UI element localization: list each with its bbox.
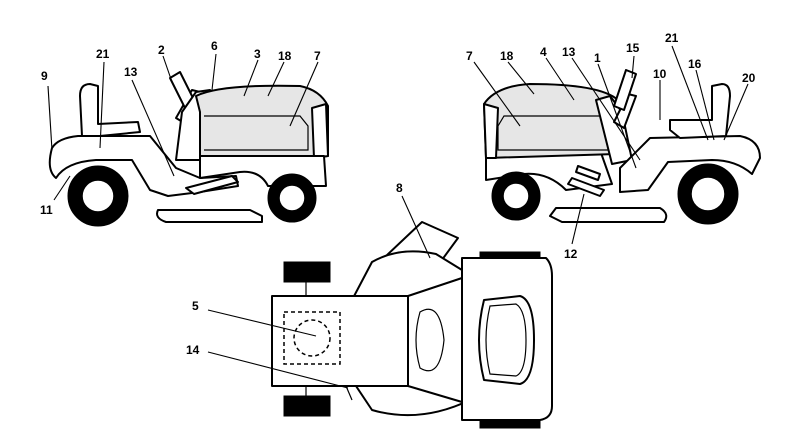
leader-13-right (571, 57, 641, 161)
front-rim-left (278, 184, 306, 212)
front-rim-right (502, 182, 530, 210)
rear-rim-left (81, 179, 115, 213)
dashed-circle-top (293, 319, 331, 357)
callout-21-left: 21 (96, 47, 110, 61)
hood-lower-edge-top (345, 385, 353, 401)
steering-oval-top (415, 308, 445, 372)
callout-12: 12 (564, 247, 578, 261)
leader-11 (53, 175, 71, 201)
leader-9 (47, 85, 53, 151)
leader-7-left (289, 61, 319, 127)
leader-5 (207, 309, 317, 337)
callout-18-right: 18 (500, 49, 514, 63)
callout-3: 3 (254, 47, 261, 61)
leader-20 (723, 83, 749, 141)
dashed-panel-top (283, 311, 341, 365)
callout-4: 4 (540, 45, 547, 59)
leader-2 (162, 55, 173, 83)
callout-1: 1 (594, 51, 601, 65)
foot-pedal-left (185, 175, 239, 195)
front-tire-top-lower (283, 395, 331, 417)
leader-1 (597, 63, 637, 169)
callout-2: 2 (158, 43, 165, 57)
callout-5: 5 (192, 299, 199, 313)
callout-9: 9 (41, 69, 48, 83)
grille-left (311, 103, 329, 159)
seat-left (79, 83, 141, 137)
leader-14 (207, 351, 349, 389)
callout-15: 15 (626, 41, 640, 55)
rear-rim-right (690, 176, 726, 212)
leader-4 (545, 57, 575, 101)
leader-lines (47, 45, 749, 389)
dash-right (595, 95, 633, 165)
seat-inner-top (485, 303, 527, 377)
tractor-left-side-view (48, 71, 329, 227)
callout-labels: 9 21 13 2 6 3 18 7 11 7 18 4 13 1 15 21 … (40, 31, 756, 357)
front-tire-top-upper (283, 261, 331, 283)
leader-12 (571, 193, 585, 245)
callout-6: 6 (211, 39, 218, 53)
tractor-top-view (271, 221, 553, 429)
callout-16: 16 (688, 57, 702, 71)
fender-top (401, 277, 463, 403)
leader-21-right (671, 45, 709, 141)
callout-13-right: 13 (562, 45, 576, 59)
leader-18-right (507, 61, 535, 95)
hood-right (483, 83, 619, 159)
seat-top (478, 295, 535, 385)
leader-18-left (267, 61, 285, 97)
callout-18-left: 18 (278, 49, 292, 63)
tractor-right-side-view (483, 69, 761, 225)
hood-panel-line-left (204, 115, 309, 151)
callout-20: 20 (742, 71, 756, 85)
mower-deck-left (156, 209, 263, 223)
seat-right (669, 83, 731, 139)
callout-7-right: 7 (466, 49, 473, 63)
callout-10: 10 (653, 67, 667, 81)
leader-3 (243, 59, 259, 97)
callout-14: 14 (186, 343, 200, 357)
callout-13-left: 13 (124, 65, 138, 79)
hood-panel-line-right (497, 115, 608, 151)
callout-21-right: 21 (665, 31, 679, 45)
callout-7-left: 7 (314, 49, 321, 63)
frame-right (619, 135, 761, 193)
leader-6 (211, 53, 217, 91)
callout-11: 11 (40, 203, 53, 217)
grille-right (483, 103, 499, 159)
leader-7-right (473, 61, 521, 127)
hood-left (195, 84, 329, 159)
frame-left (48, 135, 239, 197)
leader-21-left (99, 61, 105, 149)
leader-16 (695, 69, 715, 141)
shift-knob-right (575, 165, 601, 181)
mower-deck-right (549, 207, 668, 223)
leader-8 (401, 195, 431, 259)
leader-15 (631, 55, 635, 79)
leader-13-left (131, 79, 175, 177)
lift-lever-right (567, 177, 605, 197)
callout-8: 8 (396, 181, 403, 195)
